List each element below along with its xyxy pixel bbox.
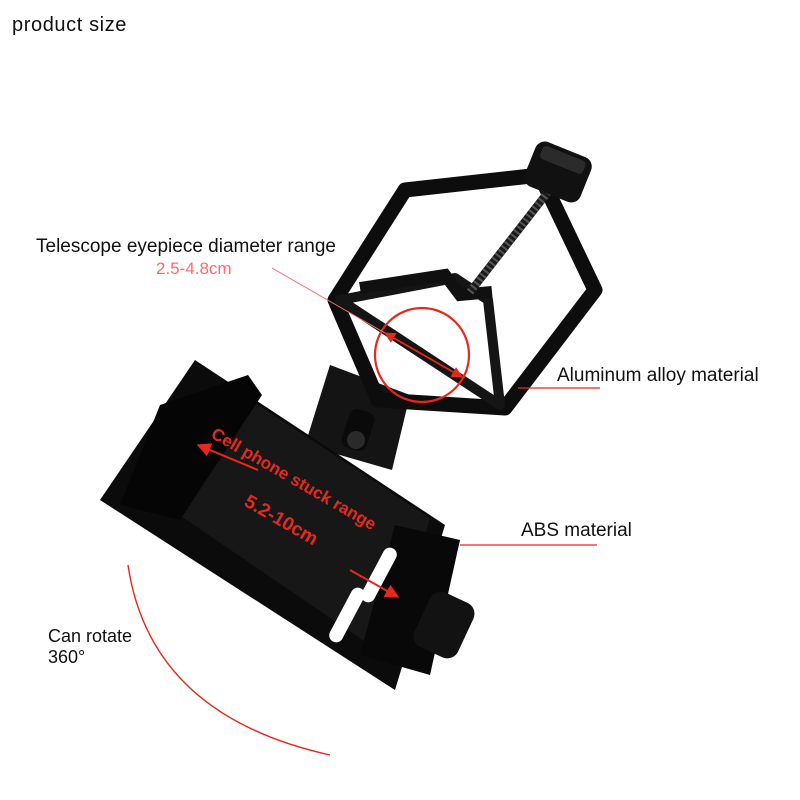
phone-range-arrow-right (349, 569, 400, 598)
eyepiece-range-arrow (384, 332, 463, 378)
adjustment-screw (466, 189, 552, 295)
adjustment-knob (524, 141, 592, 203)
eyepiece-diameter-circle (373, 306, 471, 404)
aluminum-material-label: Aluminum alloy material (557, 365, 759, 386)
rotate-label-line2: 360° (48, 647, 86, 667)
abs-material-label: ABS material (521, 520, 632, 541)
eyepiece-range-value: 2.5-4.8cm (156, 259, 232, 278)
rotation-arc (127, 564, 331, 756)
rotate-label-line1: Can rotate (48, 626, 133, 646)
page-title: product size (12, 14, 128, 36)
eyepiece-diameter-label: Telescope eyepiece diameter range (36, 236, 336, 257)
phone-range-arrow-left (196, 443, 259, 471)
rotate-label: Can rotate 360° (48, 626, 132, 668)
eyepiece-leader-line (271, 267, 386, 334)
adapter-stem (305, 365, 410, 470)
